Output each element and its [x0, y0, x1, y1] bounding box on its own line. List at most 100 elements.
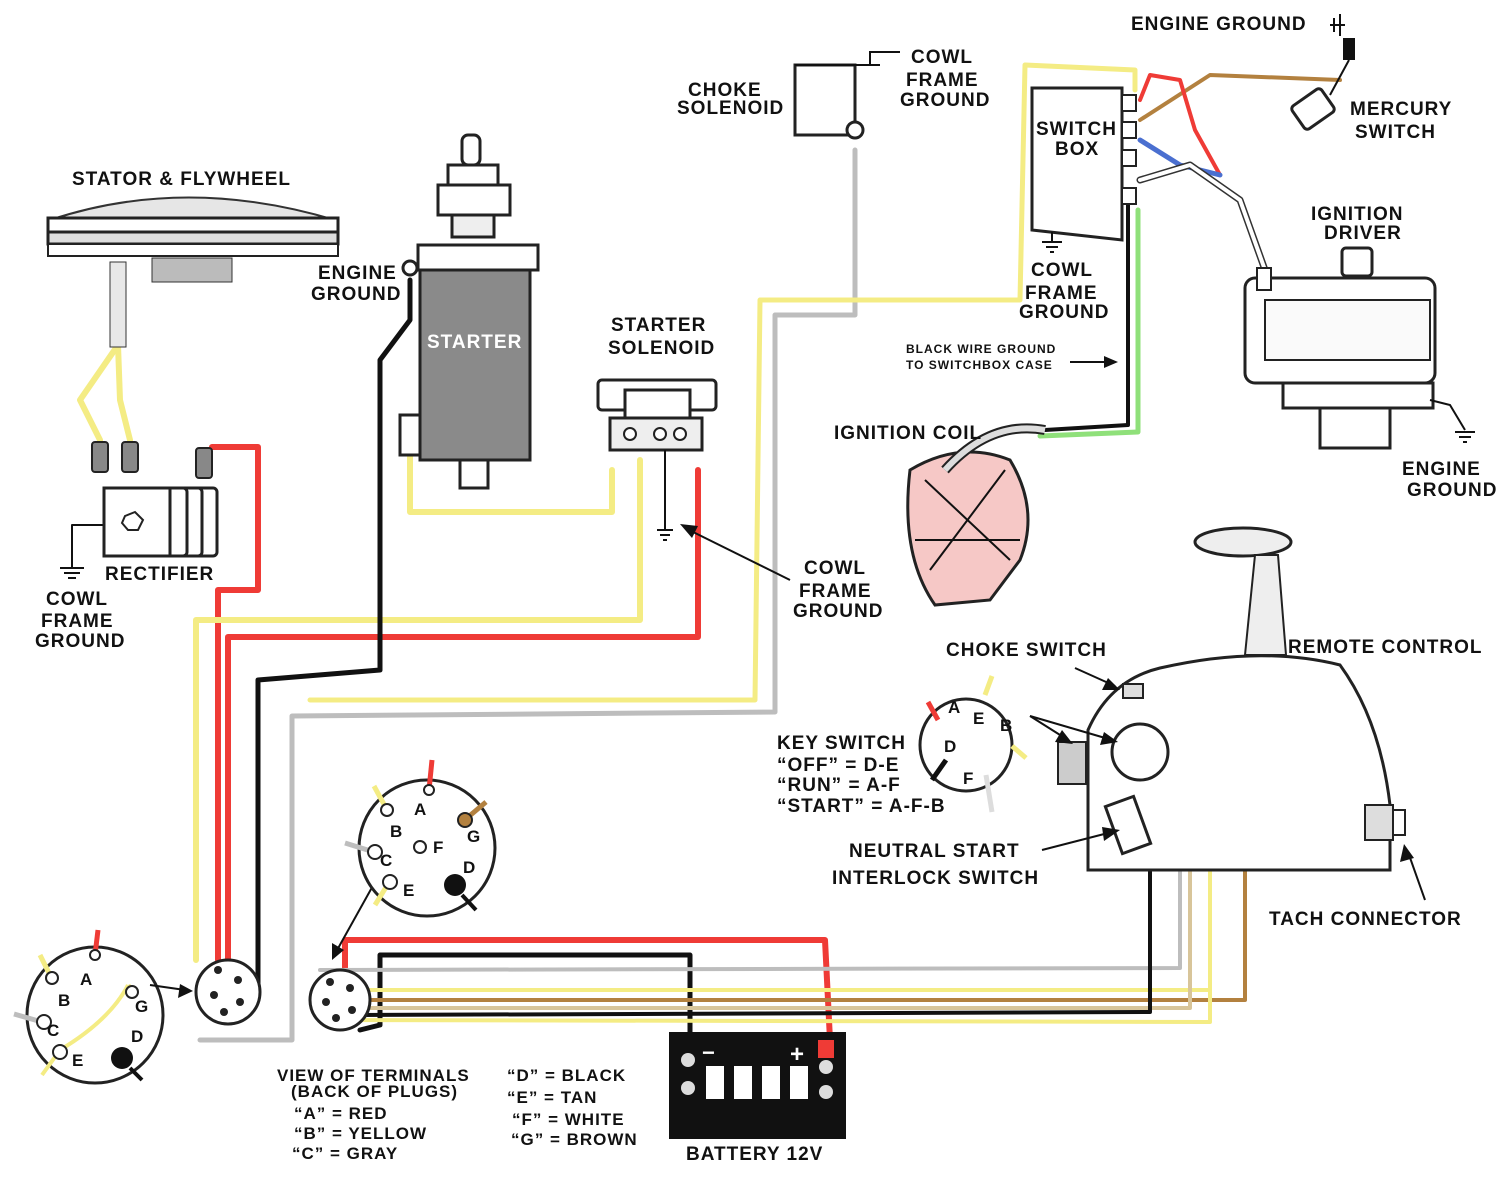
label-mercury-switch-2: SWITCH	[1355, 122, 1436, 143]
label-view-terminals-2: (BACK OF PLUGS)	[291, 1082, 458, 1101]
tach-connector-body	[1364, 804, 1394, 841]
switch-box-body	[1030, 86, 1124, 242]
stator-lead-yellow-2	[115, 342, 133, 443]
label-neutral-1: NEUTRAL START	[849, 841, 1020, 862]
switchbox-terminal-1	[1121, 94, 1137, 112]
battery-cell-2	[732, 1064, 754, 1101]
center-pin-label-e: E	[403, 881, 415, 900]
solenoid-terminal-1	[623, 427, 637, 441]
solenoid-terminal-3	[673, 427, 687, 441]
engine-plug-pin-3	[210, 991, 218, 999]
left-pin-b	[45, 971, 59, 985]
switchbox-terminal-4	[1121, 187, 1137, 205]
label-neutral-2: INTERLOCK SWITCH	[832, 868, 1039, 889]
center-pin-e	[382, 874, 398, 890]
label-key-start: “START” = A-F-B	[777, 796, 946, 817]
tach-arrow	[1407, 851, 1426, 901]
switchbox-brown-wire	[1138, 73, 1342, 122]
key-pin-label-a: A	[948, 698, 961, 717]
tach-connector-cap	[1392, 809, 1406, 836]
label-cowl-top-2: FRAME	[906, 70, 979, 91]
harness-plug-pin-4	[348, 1006, 356, 1014]
label-code-e: “E” = TAN	[507, 1088, 597, 1107]
mercury-ground-lead	[1329, 59, 1350, 96]
rectifier	[60, 441, 219, 579]
label-starter-solenoid-2: SOLENOID	[608, 338, 715, 359]
rectifier-plug-2	[121, 441, 139, 473]
switchbox-ground-icon	[1042, 232, 1062, 253]
starter-body	[418, 268, 532, 462]
label-switch-box-1: SWITCH	[1036, 119, 1117, 140]
center-pin-a	[423, 784, 435, 796]
solenoid-cowl-arrowhead	[680, 524, 698, 538]
battery-pos-post-1	[819, 1060, 833, 1074]
label-starter-solenoid-1: STARTER	[611, 315, 706, 336]
coil-spoke-2	[929, 469, 1006, 571]
label-key-run: “RUN” = A-F	[777, 775, 901, 796]
mercury-switch-body	[1290, 87, 1336, 131]
switchbox-red-wire	[1138, 73, 1222, 177]
coil-lead-core	[942, 425, 1046, 473]
center-plug-arrowhead	[332, 943, 344, 960]
center-pin-c	[367, 844, 383, 860]
label-code-a: “A” = RED	[294, 1104, 388, 1123]
label-cowl-left-1: COWL	[46, 589, 108, 610]
center-pin-label-b: B	[390, 822, 403, 841]
neutral-arrow	[1041, 831, 1113, 851]
center-pin-label-g: G	[467, 827, 481, 846]
choke-ground-wire	[869, 51, 900, 65]
choke-gray-wire	[197, 147, 858, 1043]
ignition-driver-white-core	[1138, 163, 1267, 272]
engine-plug	[194, 958, 262, 1026]
label-cowl-left-3: GROUND	[35, 631, 125, 652]
stator-lead-yellow-1	[77, 342, 121, 443]
engine-plug-pin-2	[234, 976, 242, 984]
key-pin-label-b: B	[1000, 716, 1013, 735]
battery-cell-4	[788, 1064, 810, 1101]
key-pin-label-f: F	[963, 769, 974, 788]
label-engine-ground-starter-2: GROUND	[311, 284, 401, 305]
driver-face	[1264, 299, 1431, 361]
label-code-d: “D” = BLACK	[507, 1066, 626, 1085]
label-cowl-switchbox-1: COWL	[1031, 260, 1093, 281]
key-switch-face	[1110, 722, 1170, 782]
label-battery-plus: +	[790, 1041, 805, 1068]
left-plug-arrow	[149, 984, 186, 991]
driver-base	[1281, 381, 1435, 410]
switchbox-yellow-wire	[307, 62, 1138, 703]
battery-neg-post-2	[681, 1081, 695, 1095]
label-black-wire-note-1: BLACK WIRE GROUND	[906, 342, 1056, 356]
stator-lead-sheath	[109, 261, 127, 348]
label-cowl-top-3: GROUND	[900, 90, 990, 111]
label-code-f: “F” = WHITE	[512, 1110, 625, 1129]
left-plug-arrowhead	[178, 984, 193, 998]
flywheel-top	[49, 196, 336, 221]
key-switch-mount	[1057, 741, 1087, 785]
solenoid-cowl-arrow	[684, 527, 791, 581]
engine-plug-pin-1	[214, 966, 222, 974]
coil-body	[906, 450, 1030, 607]
harness-yellow-lower	[333, 988, 1212, 1024]
label-code-c: “C” = GRAY	[292, 1144, 398, 1163]
label-cowl-top-1: COWL	[911, 47, 973, 68]
center-pin-d-lead	[460, 893, 478, 912]
rectifier-plug-1	[91, 441, 109, 473]
solenoid-body	[623, 388, 692, 422]
left-pin-label-a: A	[80, 970, 93, 989]
label-choke-solenoid-1: CHOKE	[688, 80, 762, 101]
mercury-switch	[1290, 14, 1355, 131]
battery	[669, 1032, 846, 1139]
center-pin-d	[444, 874, 466, 896]
label-key-off: “OFF” = D-E	[777, 755, 899, 776]
label-remote-control: REMOTE CONTROL	[1288, 637, 1483, 658]
center-pin-label-d: D	[463, 858, 476, 877]
label-cowl-switchbox-3: GROUND	[1019, 302, 1109, 323]
choke-switch-button	[1122, 683, 1144, 699]
starter-motor	[398, 133, 540, 490]
label-ignition-driver-2: DRIVER	[1324, 223, 1402, 244]
harness-plug-pin-3	[322, 998, 330, 1006]
starter-ground-lug	[401, 259, 419, 277]
label-engine-ground-top: ENGINE GROUND	[1131, 14, 1307, 35]
label-key-switch-title: KEY SWITCH	[777, 733, 906, 754]
throttle-lever	[1243, 554, 1288, 656]
